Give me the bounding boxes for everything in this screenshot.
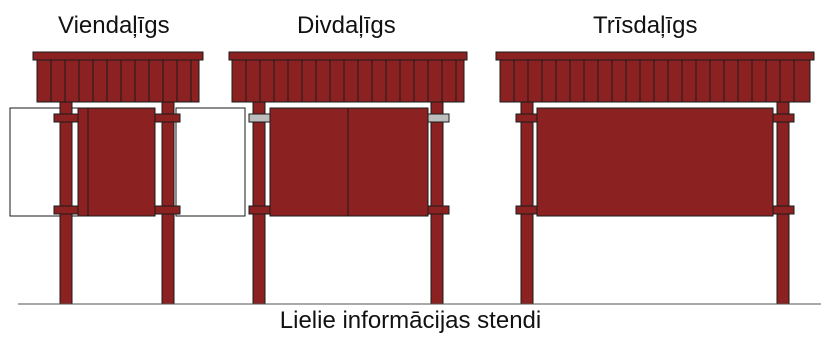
caption: Lielie informācijas stendi: [279, 307, 542, 334]
stand-single: [9, 51, 246, 305]
roof: [228, 51, 468, 103]
post-left: [252, 101, 266, 305]
roof-slats: [245, 60, 457, 102]
stand-triple: [495, 51, 815, 305]
board-right: [347, 107, 429, 217]
roof: [32, 51, 204, 103]
post-right: [430, 101, 444, 305]
stand-title-triple: Trīsdaļīgs: [593, 12, 698, 39]
stand-title-double: Divdaļīgs: [297, 12, 396, 39]
roof: [495, 51, 815, 103]
post-left: [520, 101, 534, 305]
post-right: [161, 101, 175, 305]
board: [536, 107, 774, 217]
roof-slats: [513, 60, 795, 102]
post-right: [776, 101, 790, 305]
post-left: [59, 101, 73, 305]
board: [77, 107, 156, 217]
stand-title-single: Viendaļīgs: [58, 12, 170, 39]
roof-slats: [50, 60, 192, 102]
stand-double: [228, 51, 468, 305]
board-left: [269, 107, 349, 217]
right-wing: [175, 107, 246, 217]
